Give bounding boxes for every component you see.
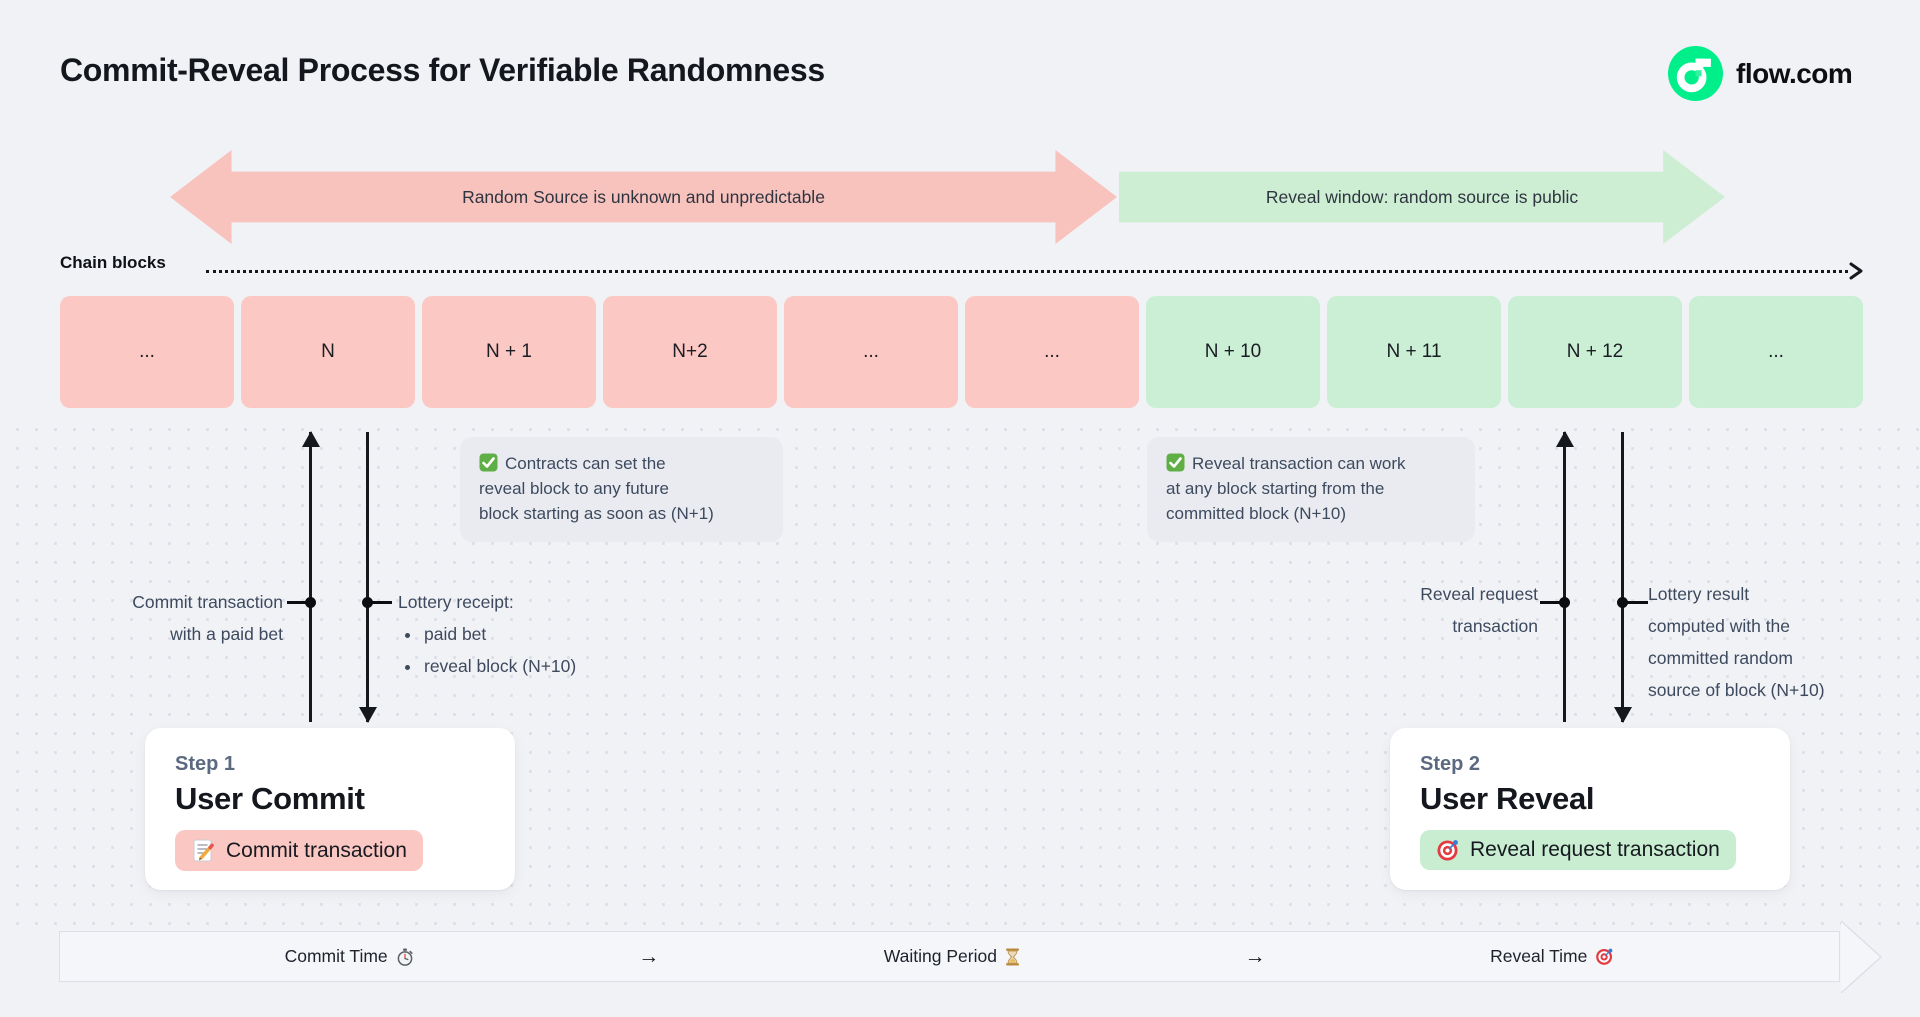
reveal-request-transaction-button-label: Reveal request transaction: [1470, 838, 1720, 861]
target-icon: [1437, 840, 1458, 861]
connector-line: [371, 601, 392, 604]
commit-note: Contracts can set the reveal block to an…: [460, 437, 783, 542]
chain-blocks-label: Chain blocks: [60, 253, 166, 272]
brand-label: flow.com: [1736, 57, 1853, 89]
brand: flow.com: [1668, 46, 1853, 101]
chain-block: N + 11: [1327, 296, 1501, 408]
step1-title: User Commit: [175, 781, 365, 816]
reveal-request-transaction-button[interactable]: Reveal request transaction: [1420, 830, 1736, 870]
chain-blocks-row: ... N N + 1 N+2 ... ... N + 10 N + 11 N …: [60, 296, 1863, 408]
chain-block: N + 12: [1508, 296, 1682, 408]
chain-block: ...: [965, 296, 1139, 408]
chain-block: N + 10: [1146, 296, 1320, 408]
commit-phase-label: Random Source is unknown and unpredictab…: [462, 186, 825, 207]
commit-transaction-button-label: Commit transaction: [226, 838, 407, 862]
flow-logo-icon: [1668, 46, 1723, 101]
check-icon: [1166, 453, 1185, 472]
chain-block: ...: [60, 296, 234, 408]
timeline-commit-time: Commit Time: [285, 946, 414, 967]
step1-card: Step 1 User Commit Commit transaction: [145, 728, 515, 890]
chain-timeline-arrowhead-icon: [1849, 262, 1863, 280]
connector-dot: [1559, 597, 1570, 608]
chain-block: N: [241, 296, 415, 408]
lottery-receipt-item: reveal block (N+10): [422, 650, 638, 682]
timeline-bar-arrowhead: [1840, 920, 1883, 994]
step2-eyebrow: Step 2: [1420, 753, 1481, 775]
commit-phase-arrow: Random Source is unknown and unpredictab…: [170, 150, 1117, 244]
commit-transaction-annotation: Commit transaction with a paid bet: [132, 592, 283, 644]
reveal-phase-arrow: Reveal window: random source is public: [1119, 150, 1725, 244]
connector-dot: [362, 597, 373, 608]
reveal-request-annotation: Reveal request transaction: [1420, 584, 1538, 636]
lottery-result-annotation: Lottery result computed with the committ…: [1648, 584, 1825, 700]
receipt-down-arrow: [366, 432, 369, 722]
stopwatch-icon: [397, 948, 413, 966]
step2-title: User Reveal: [1420, 781, 1595, 816]
chain-block: ...: [1689, 296, 1863, 408]
reveal-phase-label: Reveal window: random source is public: [1265, 186, 1579, 207]
timeline-bar: Commit Time → Waiting Period → Reveal Ti…: [59, 931, 1840, 982]
lottery-receipt-title: Lottery receipt:: [398, 592, 514, 612]
commit-note-text: Contracts can set the reveal block to an…: [479, 454, 714, 523]
step2-card: Step 2 User Reveal Reveal request transa…: [1390, 728, 1790, 890]
timeline-reveal-time: Reveal Time: [1490, 946, 1614, 967]
connector-dot: [1617, 597, 1628, 608]
reveal-note: Reveal transaction can work at any block…: [1147, 437, 1475, 542]
result-down-arrow: [1621, 432, 1624, 722]
connector-line: [1540, 601, 1561, 604]
connector-line: [287, 601, 307, 604]
memo-icon: [193, 839, 214, 862]
check-icon: [479, 453, 498, 472]
lottery-receipt-annotation: Lottery receipt: paid bet reveal block (…: [398, 586, 638, 682]
lottery-receipt-list: paid bet reveal block (N+10): [398, 618, 638, 682]
hourglass-icon: [1005, 948, 1019, 965]
reveal-note-text: Reveal transaction can work at any block…: [1166, 454, 1406, 523]
chain-timeline-dotted-line: [206, 270, 1848, 273]
page-title: Commit-Reveal Process for Verifiable Ran…: [60, 52, 825, 88]
connector-line: [1627, 601, 1648, 604]
chain-block: N + 1: [422, 296, 596, 408]
commit-transaction-button[interactable]: Commit transaction: [175, 830, 423, 871]
timeline-arrow-separator: →: [1244, 944, 1266, 968]
timeline-waiting-period: Waiting Period: [884, 946, 1020, 967]
timeline-arrow-separator: →: [638, 944, 660, 968]
target-icon: [1596, 948, 1613, 965]
lottery-receipt-item: paid bet: [422, 618, 638, 650]
chain-block: N+2: [603, 296, 777, 408]
chain-block: ...: [784, 296, 958, 408]
step1-eyebrow: Step 1: [175, 753, 236, 775]
reveal-up-arrow: [1563, 432, 1566, 722]
commit-up-arrow: [309, 432, 312, 722]
connector-dot: [305, 597, 316, 608]
